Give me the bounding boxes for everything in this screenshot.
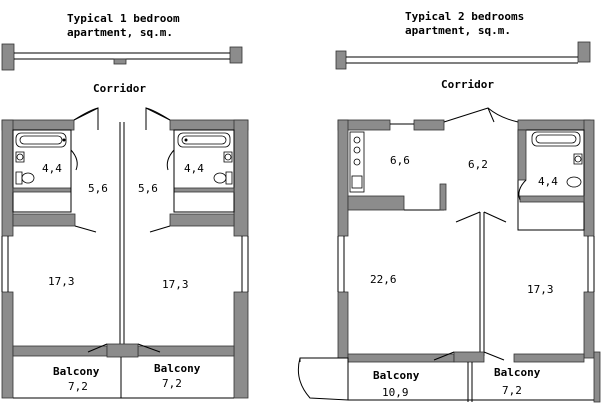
- toilet-icon: [15, 171, 23, 185]
- right-room-area: 17,3: [162, 278, 189, 291]
- toilet-icon: [566, 176, 582, 188]
- right-balcony-label-a: Balcony: [373, 369, 420, 382]
- left-balcony-area-b: 7,2: [162, 377, 182, 390]
- left-bathroom: 4,4: [12, 129, 78, 213]
- right-balcony-label-b: Balcony: [494, 366, 541, 379]
- right-hall-area: 5,6: [138, 182, 158, 195]
- right-outer-walls: [337, 119, 595, 359]
- right-balcony-area-b: 7,2: [502, 384, 522, 397]
- room-left-area-2br: 22,6: [370, 273, 397, 286]
- right-balcony-walls: [297, 351, 601, 403]
- left-balcony-walls: [12, 343, 235, 399]
- right-bath-area: 4,4: [184, 162, 204, 175]
- right-entrance-door: [443, 107, 495, 123]
- right-plan: Typical 2 bedrooms apartment, sq.m. Corr…: [297, 10, 601, 403]
- right-title-line2: apartment, sq.m.: [405, 24, 511, 37]
- kitchen: 6,6: [347, 131, 447, 211]
- left-bath-area: 4,4: [42, 162, 62, 175]
- left-plan: Typical 1 bedroom apartment, sq.m. Corri…: [1, 12, 249, 399]
- right-balcony-area-a: 10,9: [382, 386, 409, 399]
- room-right-area-2br: 17,3: [527, 283, 554, 296]
- kitchen-area: 6,6: [390, 154, 410, 167]
- toilet-icon: [225, 171, 233, 185]
- left-room-area: 17,3: [48, 275, 75, 288]
- left-corridor-label: Corridor: [93, 82, 146, 95]
- left-hall-area: 5,6: [88, 182, 108, 195]
- left-balcony-area-a: 7,2: [68, 380, 88, 393]
- right-title-line1: Typical 2 bedrooms: [405, 10, 524, 23]
- right-hall-area-2br: 6,2: [468, 158, 488, 171]
- bath-area-2br: 4,4: [538, 175, 558, 188]
- left-upper-wall: [1, 43, 243, 71]
- right-bathroom: 4,4: [166, 129, 235, 213]
- right-corridor-label: Corridor: [441, 78, 494, 91]
- left-entrance-doors: [73, 107, 171, 130]
- right-bathroom-2br: 4,4: [517, 129, 585, 231]
- right-upper-wall: [335, 41, 591, 70]
- left-balcony-label-b: Balcony: [154, 362, 201, 375]
- left-title-line1: Typical 1 bedroom: [67, 12, 180, 25]
- left-title-line2: apartment, sq.m.: [67, 26, 173, 39]
- left-balcony-label-a: Balcony: [53, 365, 100, 378]
